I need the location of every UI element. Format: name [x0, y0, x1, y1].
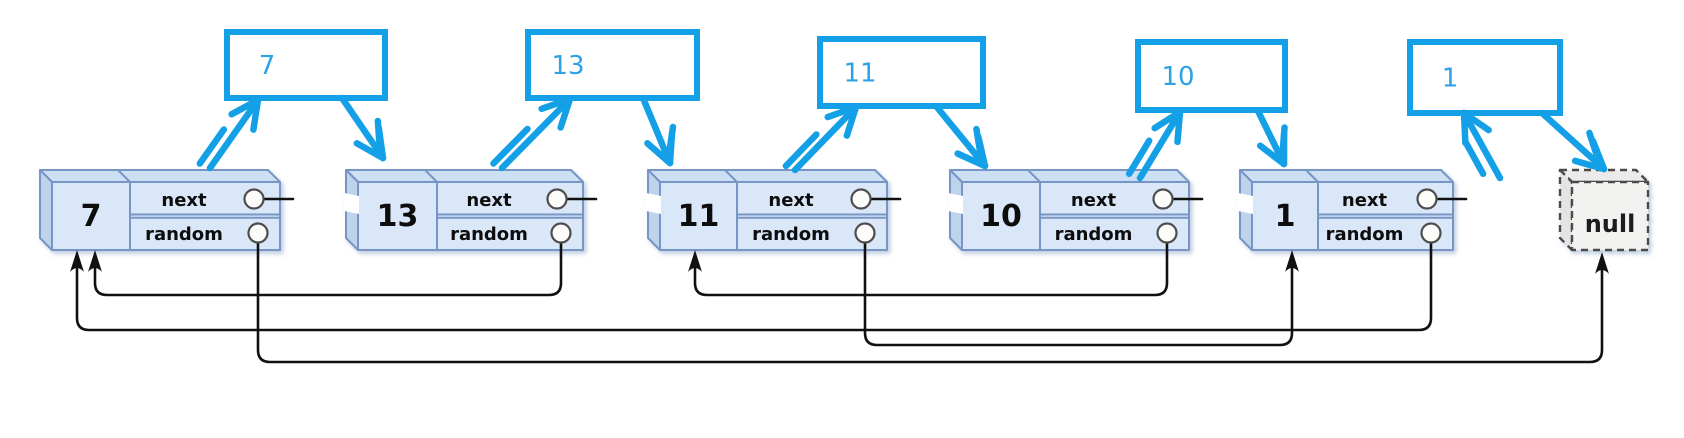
field-label-random: random — [1326, 224, 1404, 245]
arrow-node-1-to-copy — [1460, 109, 1504, 182]
copy-node-label: 7 — [259, 51, 276, 81]
next-pointer-circle — [243, 188, 265, 210]
random-pointer-circle — [854, 222, 876, 244]
node-left-facet — [39, 169, 53, 251]
arrow-node-11-to-copy — [782, 103, 860, 174]
arrow-node-7-to-copy — [196, 96, 262, 172]
broken-link-notch — [646, 193, 661, 214]
field-label-random: random — [752, 224, 830, 245]
field-label-random: random — [1055, 224, 1133, 245]
node-value: 13 — [377, 199, 419, 234]
pointer-sockets — [243, 188, 1442, 244]
arrow-node-10-to-copy — [1125, 108, 1184, 182]
node-value: 11 — [678, 199, 720, 234]
node-front-face — [961, 181, 1190, 251]
field-label-next: next — [768, 190, 814, 211]
original-list: 7 next random 13 next random 11 next random 10 nex… — [39, 168, 1650, 252]
node-7: 7 next random — [39, 169, 281, 251]
arrow-copy-11-to-node-10 — [932, 102, 989, 170]
copy-node-label: 1 — [1442, 64, 1459, 94]
arrow-copy-7-to-node-13 — [338, 94, 387, 162]
node-front-face — [659, 181, 888, 251]
random-pointer-7-to-null — [256, 240, 1609, 364]
node-top-facet — [39, 169, 281, 183]
next-pointer-circle — [1152, 188, 1174, 210]
copy-arrows — [196, 94, 1608, 182]
copy-node-13: 13 — [525, 29, 700, 101]
arrowhead — [88, 250, 102, 272]
random-pointer-circle — [1156, 222, 1178, 244]
field-label-next: next — [466, 190, 512, 211]
broken-link-notch — [1238, 193, 1253, 214]
node-1: 1 next random — [1238, 169, 1454, 251]
arrowhead — [1595, 252, 1609, 274]
copy-node-label: 13 — [551, 51, 584, 81]
broken-link-notch — [344, 193, 359, 214]
arrow-copy-1-to-null — [1538, 109, 1608, 173]
copy-node-1: 1 — [1407, 39, 1563, 116]
copy-node-label: 11 — [843, 59, 876, 89]
copy-node-box — [1407, 39, 1563, 116]
arrow-copy-10-to-node-1 — [1254, 107, 1288, 168]
node-front-face — [357, 181, 584, 251]
copy-node-box — [224, 29, 388, 101]
arrowhead — [688, 250, 702, 272]
random-pointer-1-to-7 — [70, 240, 1433, 332]
next-pointer-circle — [850, 188, 872, 210]
broken-link-notch — [948, 193, 963, 214]
copy-node-11: 11 — [817, 36, 986, 109]
field-label-next: next — [1071, 190, 1117, 211]
copy-node-10: 10 — [1135, 39, 1288, 113]
null-label: null — [1585, 210, 1636, 238]
node-10: 10 next random — [948, 169, 1190, 251]
copy-node-label: 10 — [1161, 62, 1194, 92]
node-top-facet — [949, 169, 1190, 183]
next-pointer-circle — [546, 188, 568, 210]
random-pointer-11-to-1 — [863, 240, 1299, 347]
node-value: 7 — [81, 199, 102, 234]
node-11: 11 next random — [646, 169, 888, 251]
random-pointer-circle — [550, 222, 572, 244]
copy-node-box — [1135, 39, 1288, 113]
next-pointer-circle — [1416, 188, 1438, 210]
random-pointer-13-to-7 — [88, 240, 563, 297]
random-pointer-10-to-11 — [688, 240, 1169, 297]
arrowhead — [70, 250, 84, 272]
random-pointers — [70, 197, 1609, 364]
node-front-face — [51, 181, 281, 251]
node-top-facet — [1239, 169, 1454, 183]
node-top-facet — [647, 169, 888, 183]
node-value: 10 — [980, 199, 1022, 234]
copy-node-box — [525, 29, 700, 101]
arrowhead — [1285, 250, 1299, 272]
arrow-copy-13-to-node-11 — [639, 94, 677, 167]
node-13: 13 next random — [344, 169, 584, 251]
arrow-node-13-to-copy — [490, 95, 574, 172]
field-label-next: next — [1342, 190, 1388, 211]
random-pointer-circle — [247, 222, 269, 244]
random-pointer-circle — [1420, 222, 1442, 244]
field-label-random: random — [450, 224, 528, 245]
node-value: 1 — [1275, 199, 1296, 234]
node-top-facet — [345, 169, 584, 183]
copy-node-7: 7 — [224, 29, 388, 101]
null-node: null — [1558, 168, 1650, 252]
field-label-random: random — [145, 224, 223, 245]
field-label-next: next — [161, 190, 207, 211]
copy-node-box — [817, 36, 986, 109]
copy-nodes: 7 13 11 10 1 — [224, 29, 1563, 116]
